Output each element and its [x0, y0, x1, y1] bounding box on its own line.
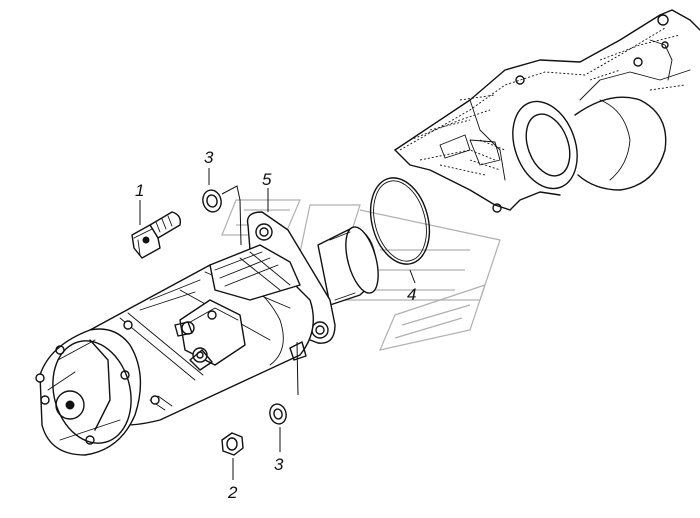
washer-upper: [202, 189, 222, 213]
callout-5: 5: [262, 170, 272, 189]
engine-housing: [394, 9, 700, 213]
bolt: [131, 211, 182, 259]
callout-3-upper: 3: [204, 148, 214, 167]
callout-4: 4: [407, 285, 416, 304]
callout-3-lower: 3: [274, 455, 284, 474]
o-ring: [369, 177, 431, 265]
leader-lines: [139, 168, 416, 480]
starter-motor: [35, 211, 379, 456]
callout-1: 1: [135, 181, 144, 200]
washer-lower: [269, 403, 287, 425]
callout-2: 2: [227, 483, 238, 502]
nut: [221, 432, 244, 456]
